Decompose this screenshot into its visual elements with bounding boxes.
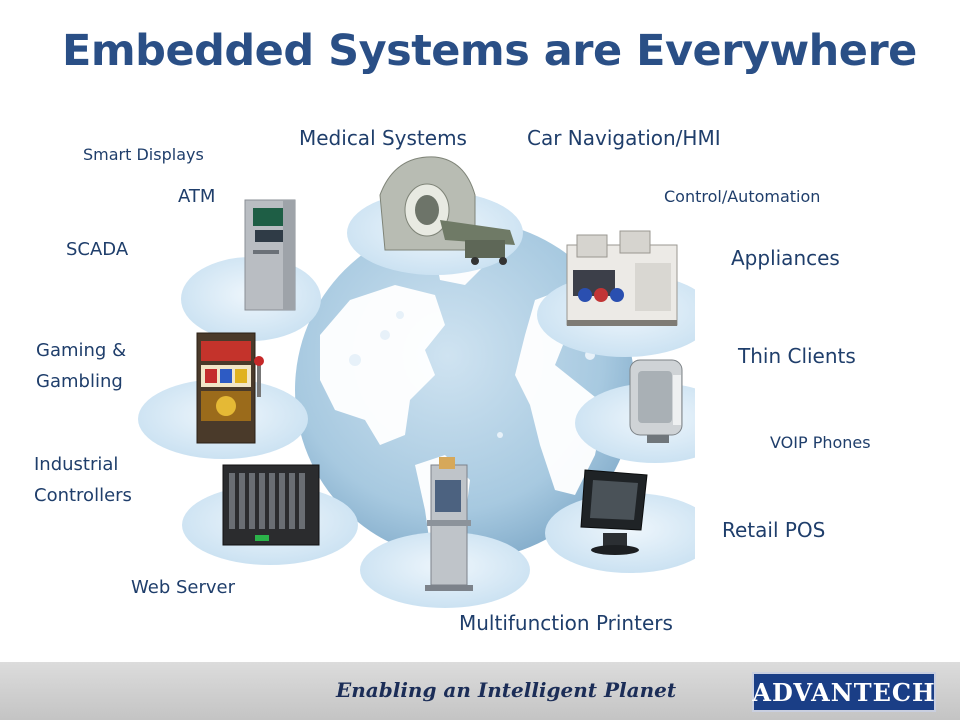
mri-scanner-icon	[379, 156, 515, 265]
logo-text: ADVANTECH	[752, 677, 936, 707]
globe-scene	[138, 156, 735, 608]
label-web-server: Web Server	[131, 577, 235, 598]
label-smart-displays: Smart Displays	[83, 145, 204, 164]
label-control-automation: Control/Automation	[664, 187, 821, 206]
label-scada: SCADA	[66, 239, 129, 260]
label-appliances: Appliances	[731, 246, 840, 270]
slot-machine-icon	[196, 332, 264, 444]
label-car-navigation: Car Navigation/HMI	[527, 126, 721, 150]
atm-icon	[244, 199, 296, 311]
label-gaming-line2: Gambling	[36, 371, 123, 392]
label-industrial-line2: Controllers	[34, 485, 132, 506]
label-gaming-line1: Gaming &	[36, 340, 127, 361]
kiosk-icon	[425, 457, 473, 591]
advantech-logo: ADVANTECH	[752, 672, 936, 712]
label-industrial-line1: Industrial	[34, 454, 119, 475]
slide-title: Embedded Systems are Everywhere	[62, 26, 917, 76]
label-multifunction-printers: Multifunction Printers	[459, 611, 673, 635]
label-thin-clients: Thin Clients	[738, 344, 856, 368]
globe-illustration	[135, 135, 735, 655]
thin-client-icon	[629, 359, 683, 443]
label-medical-systems: Medical Systems	[299, 126, 467, 150]
pick-and-place-machine-icon	[566, 230, 678, 326]
label-atm: ATM	[178, 186, 216, 207]
pos-terminal-icon	[580, 469, 648, 555]
label-voip-phones: VOIP Phones	[770, 433, 871, 452]
label-retail-pos: Retail POS	[722, 518, 826, 542]
footer-tagline: Enabling an Intelligent Planet	[336, 678, 677, 702]
blade-server-icon	[222, 464, 320, 546]
